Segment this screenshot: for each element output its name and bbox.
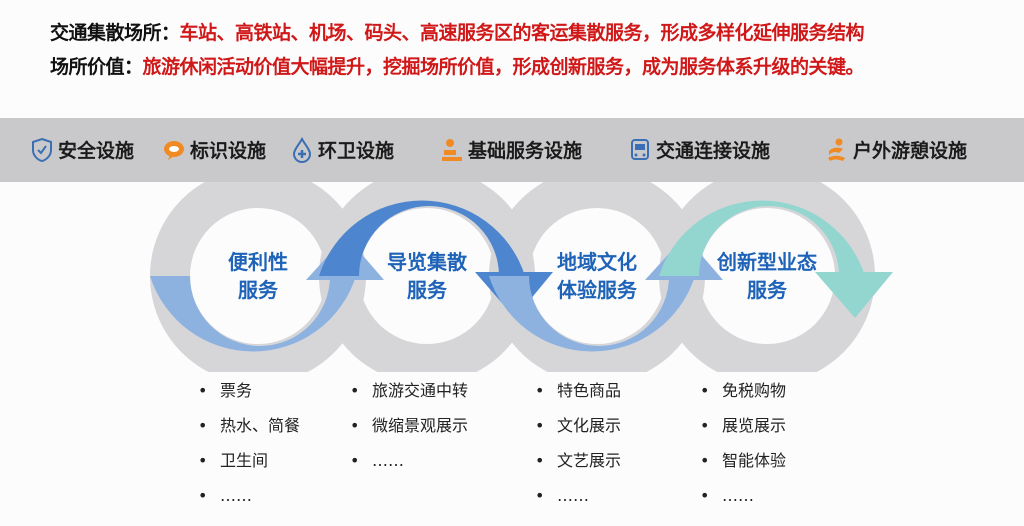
facilities-bar: 安全设施 标识设施 环卫设施 基础服务设施 交通连接设施 户外游憩设施 xyxy=(0,118,1024,182)
list-item-text: 热水、简餐 xyxy=(220,416,301,435)
ring-progress-arc xyxy=(489,276,695,352)
bullet-icon: • xyxy=(535,451,545,470)
facility-label: 标识设施 xyxy=(190,140,267,162)
list-item-text: …… xyxy=(372,451,404,470)
list-item-text: 智能体验 xyxy=(722,451,787,470)
list-item-text: 票务 xyxy=(220,381,253,400)
facility-label: 环卫设施 xyxy=(318,140,395,162)
list-item-text: 特色商品 xyxy=(557,381,622,400)
service-label: 便利性服务 xyxy=(188,248,328,304)
list-item-text: 文艺展示 xyxy=(557,451,622,470)
list-item: • 展览展示 xyxy=(700,415,786,450)
arrow-down-icon xyxy=(815,272,893,318)
service-label-line2: 服务 xyxy=(407,278,447,302)
list-item: • 热水、简餐 xyxy=(198,415,300,450)
header-line-transport-hubs: 交通集散场所：车站、高铁站、机场、码头、高速服务区的客运集散服务，形成多样化延伸… xyxy=(50,18,865,45)
ring-progress-arc xyxy=(319,200,525,276)
service-label-line1: 地域文化 xyxy=(557,250,637,274)
list-item: • 免税购物 xyxy=(700,380,786,415)
facility-3: 环卫设施 xyxy=(290,136,394,163)
list-item-text: …… xyxy=(220,486,252,505)
bullet-icon: • xyxy=(198,451,208,470)
water-drop-icon xyxy=(292,136,312,163)
list-item: • 文化展示 xyxy=(535,415,621,450)
speech-bubble-icon xyxy=(164,140,184,160)
service-label-line2: 体验服务 xyxy=(557,278,637,302)
shield-icon xyxy=(32,137,52,162)
service-label: 地域文化体验服务 xyxy=(527,248,667,304)
list-item-text: 微缩景观展示 xyxy=(372,416,469,435)
list-item: • …… xyxy=(350,450,468,485)
list-item-text: 免税购物 xyxy=(722,381,787,400)
bullet-icon: • xyxy=(700,381,710,400)
header-label: 交通集散场所： xyxy=(50,22,180,44)
facility-5: 交通连接设施 xyxy=(628,136,770,163)
service-label-line1: 导览集散 xyxy=(387,250,467,274)
bullet-icon: • xyxy=(350,416,360,435)
bullet-icon: • xyxy=(350,451,360,470)
bus-icon xyxy=(631,138,649,160)
service-label: 导览集散服务 xyxy=(357,248,497,304)
list-item: • …… xyxy=(198,485,300,520)
bullet-icon: • xyxy=(535,416,545,435)
bullet-icon: • xyxy=(535,486,545,505)
service-label-line2: 服务 xyxy=(238,278,278,302)
service-items-list: • 旅游交通中转 • 微缩景观展示 • …… xyxy=(350,380,468,485)
bullet-icon: • xyxy=(198,416,208,435)
facility-label: 基础服务设施 xyxy=(468,140,583,162)
list-item: • 卫生间 xyxy=(198,450,300,485)
leisure-person-icon xyxy=(828,138,845,161)
list-item-text: …… xyxy=(722,486,754,505)
list-item: • 智能体验 xyxy=(700,450,786,485)
facility-6: 户外游憩设施 xyxy=(825,136,967,163)
list-item: • …… xyxy=(700,485,786,520)
list-item-text: 展览展示 xyxy=(722,416,787,435)
bullet-icon: • xyxy=(700,451,710,470)
facility-label: 安全设施 xyxy=(58,140,135,162)
facility-label: 交通连接设施 xyxy=(656,140,771,162)
list-item-text: 卫生间 xyxy=(220,451,269,470)
list-item: • 票务 xyxy=(198,380,300,415)
facility-2: 标识设施 xyxy=(162,136,266,163)
list-item: • 旅游交通中转 xyxy=(350,380,468,415)
service-cycle-diagram xyxy=(150,182,893,372)
header-text: 车站、高铁站、机场、码头、高速服务区的客运集散服务，形成多样化延伸服务结构 xyxy=(179,22,865,44)
facility-label: 户外游憩设施 xyxy=(853,140,968,162)
ring-progress-arc xyxy=(150,276,356,352)
service-items-list: • 票务 • 热水、简餐 • 卫生间 • …… xyxy=(198,380,300,520)
list-item-text: …… xyxy=(557,486,589,505)
bullet-icon: • xyxy=(198,381,208,400)
service-desk-icon xyxy=(442,138,462,161)
list-item-text: 文化展示 xyxy=(557,416,622,435)
list-item: • …… xyxy=(535,485,621,520)
list-item: • 微缩景观展示 xyxy=(350,415,468,450)
service-label-line1: 创新型业态 xyxy=(717,250,817,274)
ring-progress-arc xyxy=(659,200,865,276)
service-items-list: • 免税购物 • 展览展示 • 智能体验 • …… xyxy=(700,380,786,520)
facility-1: 安全设施 xyxy=(30,136,134,163)
header-label: 场所价值： xyxy=(50,56,143,78)
header-line-venue-value: 场所价值：旅游休闲活动价值大幅提升，挖掘场所价值，形成创新服务，成为服务体系升级… xyxy=(50,52,865,79)
service-items-list: • 特色商品 • 文化展示 • 文艺展示 • …… xyxy=(535,380,621,520)
service-label-line2: 服务 xyxy=(747,278,787,302)
bullet-icon: • xyxy=(700,486,710,505)
facility-4: 基础服务设施 xyxy=(440,136,582,163)
service-label-line1: 便利性 xyxy=(228,250,288,274)
list-item: • 文艺展示 xyxy=(535,450,621,485)
service-label: 创新型业态服务 xyxy=(697,248,837,304)
bullet-icon: • xyxy=(350,381,360,400)
bullet-icon: • xyxy=(535,381,545,400)
bullet-icon: • xyxy=(700,416,710,435)
list-item-text: 旅游交通中转 xyxy=(372,381,469,400)
bullet-icon: • xyxy=(198,486,208,505)
header-text: 旅游休闲活动价值大幅提升，挖掘场所价值，形成创新服务，成为服务体系升级的关键。 xyxy=(142,56,865,78)
list-item: • 特色商品 xyxy=(535,380,621,415)
